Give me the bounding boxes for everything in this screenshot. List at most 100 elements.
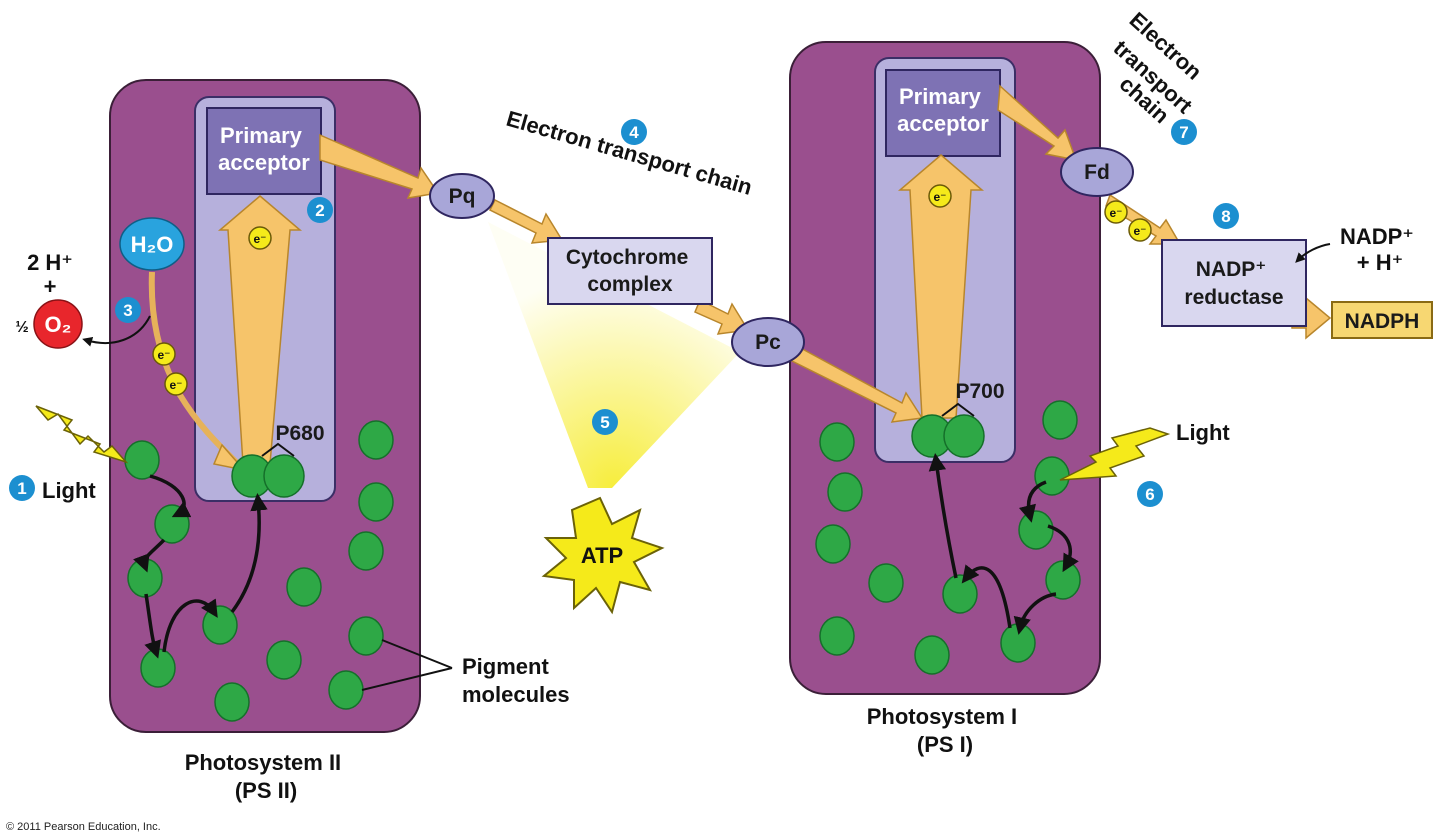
ps1-caption-line-1: Photosystem I: [867, 704, 1017, 729]
pigment-molecule: [827, 472, 863, 512]
nadp-reductase-label: NADP⁺ reductase: [1184, 258, 1283, 309]
step-number: 1: [17, 479, 26, 498]
light-bolt-ps2: [35, 405, 129, 464]
electron-label: e⁻: [169, 378, 182, 392]
electron-label: e⁻: [1133, 224, 1146, 238]
ps1-transfer-2: [1047, 524, 1079, 573]
light-label-ps2: Light: [42, 478, 96, 503]
reductase-line-2: reductase: [1184, 286, 1283, 309]
ps2-transfer-3: [144, 593, 161, 659]
ps2-transfer-5: [230, 493, 268, 614]
pc-carrier: [731, 317, 805, 367]
pc-label: Pc: [755, 331, 781, 354]
pigment-molecule: [1042, 400, 1078, 440]
pigment-molecule: [914, 635, 950, 675]
electron-water-2: e⁻: [164, 372, 188, 396]
electron-fd-2: e⁻: [1128, 218, 1152, 242]
ps2-acceptor-to-pq-arrow: [319, 133, 440, 199]
half-label: ½: [15, 319, 28, 336]
pigment-molecule: [942, 574, 978, 614]
ps1-acceptor-line-1: Primary: [899, 84, 982, 109]
ps2-transfer-2: [133, 538, 166, 573]
nadp-in-arrow: [1295, 243, 1331, 263]
step-number: 8: [1221, 207, 1230, 226]
two-h-plus-label: 2 H⁺: [27, 250, 73, 275]
pigment-molecule: [214, 682, 250, 722]
pigment-line-2: molecules: [462, 682, 570, 707]
electron-circle: [1128, 218, 1152, 242]
electron-water-1: e⁻: [152, 342, 176, 366]
plus-label: +: [44, 274, 57, 299]
photosystem-1-primary-acceptor-box: [885, 69, 1001, 157]
h2o-label: H₂O: [131, 232, 174, 257]
nadph-label: NADPH: [1345, 310, 1420, 333]
reductase-line-1: NADP⁺: [1196, 258, 1267, 281]
step-number: 3: [123, 301, 132, 320]
step-number: 6: [1145, 485, 1154, 504]
pq-label: Pq: [449, 185, 476, 208]
pigment-molecule: [348, 531, 384, 571]
pigment-molecule: [358, 420, 394, 460]
ps1-transfer-1: [1018, 480, 1047, 523]
pigment-molecule: [819, 422, 855, 462]
pigment-pointer-2: [361, 667, 453, 691]
o2-molecule: [33, 299, 83, 349]
pigment-molecule: [328, 670, 364, 710]
step-marker-4: 4: [621, 119, 647, 145]
photosystem-2-primary-acceptor-box: [206, 107, 322, 195]
nadp-reductase-box: [1161, 239, 1307, 327]
light-bolt-ps1: [1059, 427, 1171, 481]
electron-label: e⁻: [933, 190, 946, 204]
p680-label: P680: [275, 422, 324, 445]
electron-fd-1: e⁻: [1104, 200, 1128, 224]
atp-starburst: [541, 496, 665, 615]
cytochrome-to-pc-arrow: [694, 298, 750, 335]
cytochrome-line-2: complex: [587, 273, 673, 296]
electron-circle: [928, 184, 952, 208]
step-marker-3: 3: [115, 297, 141, 323]
pigment-molecules-label: Pigment molecules: [462, 654, 570, 707]
pigment-molecule: [1018, 510, 1054, 550]
pigment-molecule: [815, 524, 851, 564]
carriers: Pq Cytochrome complex Pc Fd NADP⁺ reduct…: [429, 147, 1433, 367]
electron-ps1-excited: e⁻: [928, 184, 952, 208]
pigment-pointer-1: [381, 639, 453, 669]
photosystem-1-caption: Photosystem I (PS I): [867, 704, 1024, 757]
h2o-molecule: [119, 217, 185, 271]
energy-transfer-arrows: [133, 453, 1079, 659]
electron-ps2-excited: e⁻: [248, 226, 272, 250]
pq-carrier: [429, 173, 495, 219]
nadph-box: [1331, 301, 1433, 339]
electron-circle: [152, 342, 176, 366]
ps1-transfer-4: [961, 564, 1012, 629]
ps2-caption-line-1: Photosystem II: [185, 750, 341, 775]
pigment-molecule: [868, 563, 904, 603]
ps2-acceptor-line-2: acceptor: [218, 150, 310, 175]
pigment-molecule: [286, 567, 322, 607]
step-marker-6: 6: [1137, 481, 1163, 507]
electron-circle: [1104, 200, 1128, 224]
p680-bracket: [261, 442, 295, 457]
nadp-in-label: NADP⁺ + H⁺: [1340, 224, 1420, 275]
photosystem-2-caption: Photosystem II (PS II): [185, 750, 348, 803]
step-marker-8: 8: [1213, 203, 1239, 229]
electron-circle: [164, 372, 188, 396]
electron-label: e⁻: [253, 232, 266, 246]
pigment-molecule: [358, 482, 394, 522]
o2-label: O₂: [45, 312, 72, 337]
ps1-acceptor-line-2: acceptor: [897, 111, 989, 136]
electron-flow-arrows: [217, 84, 1332, 465]
water-to-oxygen-arrow: [82, 315, 151, 347]
cytochrome-complex-label: Cytochrome complex: [566, 246, 694, 296]
step-number: 5: [600, 413, 609, 432]
p680-molecule-right: [263, 454, 305, 498]
photosystem-1-primary-acceptor-label: Primary acceptor: [897, 84, 989, 136]
fd-label: Fd: [1084, 161, 1110, 184]
step-markers: 1 2 3 4 5 6 7 8: [9, 119, 1239, 507]
ps1-transfer-5: [928, 453, 958, 579]
pigment-molecule: [1000, 623, 1036, 663]
nadp-in-line-2: + H⁺: [1357, 250, 1403, 275]
ps2-transfer-4: [162, 598, 218, 653]
pigment-line-1: Pigment: [462, 654, 549, 679]
